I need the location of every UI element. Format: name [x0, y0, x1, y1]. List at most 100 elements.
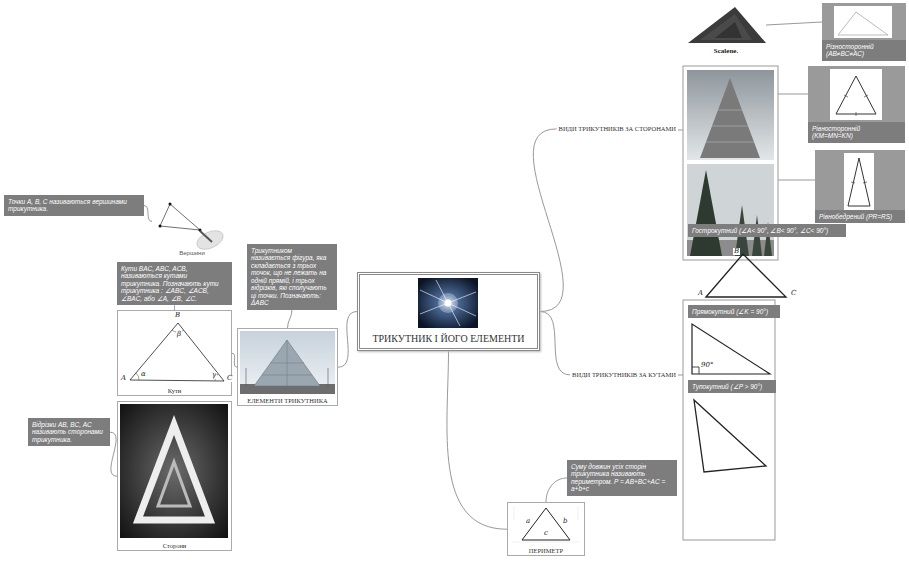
vertices-drawing — [169, 203, 172, 206]
vertices-drawing — [159, 225, 162, 228]
node-text: Кути BAC, ABC, ACB, називаються кутами т… — [121, 265, 228, 302]
callout-note: Прямокутний (∠K = 90°) — [688, 305, 780, 318]
node-text: Тупокутний (∠P > 90°) — [692, 383, 772, 390]
leader-lines — [766, 22, 822, 25]
side-type-pictures — [848, 158, 870, 206]
node-text: Трикутником називається фігура, яка скла… — [251, 247, 333, 307]
side-type-pictures — [844, 153, 874, 210]
angle-type-pictures — [706, 254, 786, 297]
image-node: Вершини — [152, 186, 232, 257]
connector — [110, 432, 117, 476]
angle-type-pictures — [694, 400, 766, 472]
image-node: Кути — [117, 310, 232, 396]
figure-label: a — [525, 518, 531, 525]
callout-note: Гострокутний (∠A< 90°, ∠B< 90°, ∠C< 90°) — [688, 224, 846, 237]
star-image — [438, 293, 458, 313]
branch-label: ВИДИ ТРИКУТНИКІВ ЗА СТОРОНАМИ — [557, 124, 678, 134]
scalene-image — [688, 7, 766, 43]
node-text: ВИДИ ТРИКУТНИКІВ ЗА СТОРОНАМИ — [559, 125, 676, 133]
figure-label: γ — [211, 372, 217, 379]
node-text: Вершини — [152, 250, 232, 257]
figure-label: α — [140, 371, 147, 378]
callout-note: Суму довжин усіх сторін трикутника назив… — [567, 460, 677, 496]
node-text: Різносторонній (AB≠BC≠AC) — [826, 43, 902, 58]
connector — [338, 312, 357, 368]
pyramid-photo — [328, 368, 329, 386]
node-text: Прямокутний (∠K = 90°) — [692, 308, 776, 315]
scalene-image — [688, 7, 766, 43]
connector — [144, 205, 152, 221]
node-text: Сторони — [120, 542, 229, 549]
figure-label: 90° — [700, 362, 714, 369]
star-image — [445, 300, 452, 307]
node-text: Рівносторонній (KM=MN=KN) — [812, 125, 901, 140]
central-topic: ТРИКУТНИК І ЙОГО ЕЛЕМЕНТИ — [357, 272, 540, 351]
side-type-pictures — [838, 12, 888, 35]
figure-label: B — [174, 312, 181, 319]
side-type-pictures — [844, 95, 848, 97]
figure-label: B — [733, 248, 740, 255]
callout-note: Відрізки AB, BC, AC називають сторонами … — [28, 418, 110, 446]
callout-note: Трикутником називається фігура, яка скла… — [247, 244, 337, 310]
angles-drawing — [130, 323, 224, 381]
side-type-pictures — [834, 6, 892, 38]
photo-frame — [718, 110, 742, 111]
angles-drawing — [130, 323, 224, 381]
image-node: ЕЛЕМЕНТИ ТРИКУТНИКА — [237, 328, 338, 406]
photo-frame — [712, 126, 748, 127]
sides-photo — [120, 404, 228, 538]
photo-frame — [700, 78, 760, 158]
figure-label: β — [176, 331, 182, 338]
side-type-pictures — [864, 95, 868, 97]
callout-note: Тупокутний (∠P > 90°) — [688, 380, 776, 393]
node-text: Scalene. — [684, 47, 768, 55]
side-type-pictures — [808, 3, 906, 210]
figure-label: c — [543, 530, 549, 537]
side-type-pictures — [815, 150, 905, 210]
angle-type-pictures — [683, 254, 786, 540]
photo-frame — [706, 142, 754, 143]
pyramid-photo — [254, 340, 320, 386]
callout-note: Рівносторонній (KM=MN=KN) — [808, 122, 905, 143]
callout-note: Точки A, B, C називаються вершинами трик… — [4, 195, 144, 216]
figure-label: C — [790, 290, 797, 297]
callout-note: Рівнобедрений (PR=RS) — [815, 210, 905, 223]
scalene-image — [715, 22, 742, 38]
leader-lines — [678, 375, 683, 376]
vertices-drawing — [160, 204, 200, 230]
node-text: Гострокутний (∠A< 90°, ∠B< 90°, ∠C< 90°) — [692, 227, 842, 234]
photo-frame — [687, 70, 774, 160]
star-image — [418, 278, 478, 328]
sides-photo — [158, 462, 190, 506]
node-text: ПЕРИМЕТР — [510, 547, 582, 554]
connector — [546, 478, 567, 502]
pyramid-photo — [246, 368, 247, 386]
branch-label: ВИДИ ТРИКУТНИКІВ ЗА КУТАМИ — [570, 370, 678, 380]
image-node: Scalene. — [684, 3, 768, 55]
figure-label: C — [226, 375, 233, 382]
leader-lines — [678, 130, 683, 131]
node-text: ВИДИ ТРИКУТНИКІВ ЗА КУТАМИ — [572, 371, 676, 379]
angles-drawing — [136, 373, 139, 380]
leader-lines — [678, 22, 822, 375]
side-type-pictures — [822, 3, 906, 40]
perimeter-picture — [522, 508, 570, 540]
callout-note: Кути BAC, ABC, ACB, називаються кутами т… — [117, 262, 232, 305]
side-type-pictures — [836, 76, 876, 114]
perimeter-picture — [512, 506, 580, 542]
perimeter-picture — [578, 506, 579, 520]
angle-type-pictures — [692, 324, 770, 374]
figure-label: A — [697, 290, 704, 297]
connector — [447, 351, 507, 529]
side-type-pictures — [830, 69, 882, 120]
sides-photo — [138, 425, 210, 520]
node-text: Точки A, B, C називаються вершинами трик… — [8, 198, 140, 213]
side-type-pictures — [863, 182, 867, 183]
sides-photo — [120, 404, 228, 538]
figure-label: A — [120, 375, 127, 382]
star-image — [418, 278, 478, 328]
callout-note: Різносторонній (AB≠BC≠AC) — [822, 40, 906, 61]
node-text: ТРИКУТНИК І ЙОГО ЕЛЕМЕНТИ — [364, 333, 533, 345]
pyramid-photo — [262, 375, 312, 376]
